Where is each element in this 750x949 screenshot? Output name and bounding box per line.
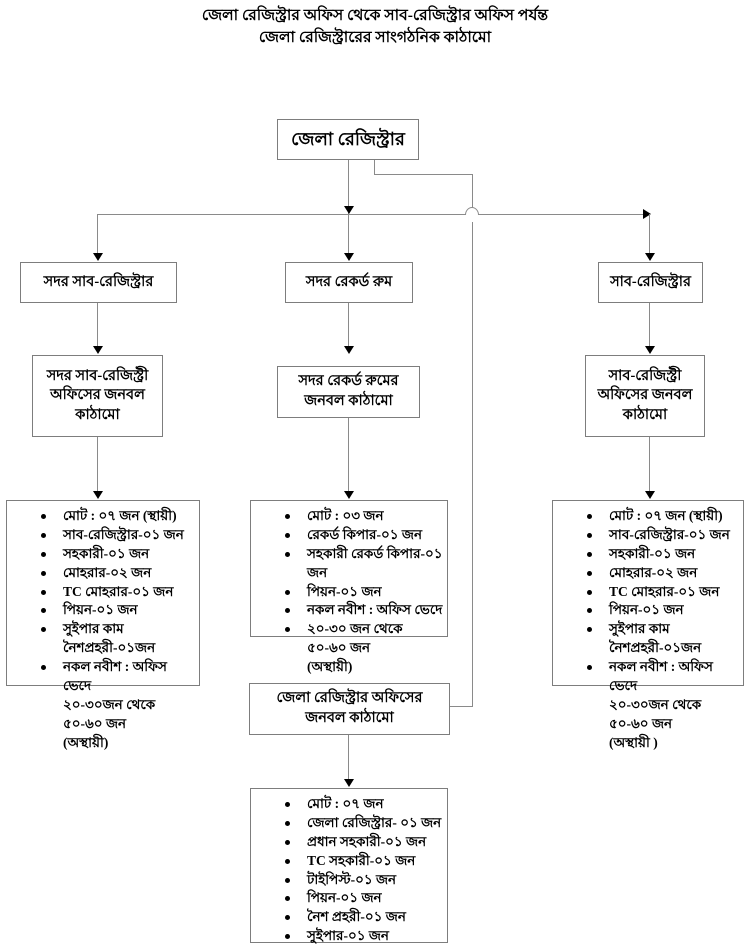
arrow-to-sadar-sub-registry-list — [93, 491, 103, 499]
node-district-registrar-office-staff-label: জেলা রেজিস্ট্রার অফিসের জনবল কাঠামো — [276, 690, 423, 726]
list-item: মোট : ০৭ জন (স্থায়ী) — [587, 507, 739, 526]
connector-bypass-into-office — [440, 706, 473, 707]
node-sub-registrar[interactable]: সাব-রেজিস্ট্রার — [598, 262, 703, 303]
list-item: সাব-রেজিস্ট্রার-০১ জন — [587, 526, 739, 545]
list-item: নকল নবীশ : অফিস ভেদে ২০-৩০জন থেকে ৫০-৬০ … — [587, 658, 739, 752]
list-item: সহকারী-০১ জন — [587, 545, 739, 564]
arrow-to-sadar-sub-registrar — [93, 253, 103, 261]
connector-sadar-record-room-staff-down — [348, 418, 349, 492]
connector-bus — [97, 214, 650, 215]
arrow-to-sadar-sub-registry-staff — [93, 346, 103, 354]
connector-bypass-lower — [472, 222, 473, 706]
connector-sadar-record-room-down — [348, 303, 349, 347]
list-item: মোট : ০৭ জন (স্থায়ী) — [41, 507, 195, 526]
arrow-to-sub-registry-list — [645, 491, 655, 499]
list-sub-registry-staff: মোট : ০৭ জন (স্থায়ী)সাব-রেজিস্ট্রার-০১ … — [552, 500, 744, 750]
arrow-to-sub-registry-staff — [645, 346, 655, 354]
list-item: পিয়ন-০১ জন — [285, 889, 443, 908]
list-item: পিয়ন-০১ জন — [41, 601, 195, 620]
node-sadar-record-room-staff[interactable]: সদর রেকর্ড রুমের জনবল কাঠামো — [277, 366, 420, 418]
list-sadar-sub-registry-staff: মোট : ০৭ জন (স্থায়ী)সাব-রেজিস্ট্রার-০১ … — [6, 500, 200, 750]
connector-root-stub — [374, 160, 375, 174]
list-item: ২০-৩০ জন থেকে ৫০-৬০ জন (অস্থায়ী) — [285, 620, 443, 677]
list-item: সুইপার-০১ জন — [285, 927, 443, 946]
list-item: রেকর্ড কিপার-০১ জন — [285, 526, 443, 545]
arrow-to-district-office-list — [344, 779, 354, 787]
node-sadar-sub-registry-staff-label: সদর সাব-রেজিস্ট্রী অফিসের জনবল কাঠামো — [46, 367, 149, 423]
connector-drop-right — [649, 214, 650, 254]
connector-sub-registrar-down — [649, 303, 650, 347]
node-sadar-record-room[interactable]: সদর রেকর্ড রুম — [285, 262, 413, 303]
node-sadar-record-room-staff-label: সদর রেকর্ড রুমের জনবল কাঠামো — [298, 373, 399, 409]
node-district-registrar-label: জেলা রেজিস্ট্রার — [291, 129, 405, 150]
arrow-to-sadar-record-room — [344, 253, 354, 261]
page-title: জেলা রেজিস্ট্রার অফিস থেকে সাব-রেজিস্ট্র… — [0, 5, 750, 50]
connector-sadar-sub-registrar-down — [97, 303, 98, 347]
connector-drop-middle — [348, 214, 349, 254]
node-sadar-record-room-label: সদর রেকর্ড রুম — [305, 273, 393, 290]
list-item: TC মোহরার-০১ জন — [41, 583, 195, 602]
arrow-to-sadar-record-room-list — [344, 491, 354, 499]
list-item: নকল নবীশ : অফিস ভেদে ২০-৩০জন থেকে ৫০-৬০ … — [41, 658, 195, 752]
list-item: মোট : ০৩ জন — [285, 507, 443, 526]
arrow-bus-right-marker — [643, 209, 651, 219]
list-item: মোহরার-০২ জন — [587, 564, 739, 583]
connector-root-elbow-h — [374, 174, 473, 175]
list-item: পিয়ন-০১ জন — [587, 601, 739, 620]
list-item: সুইপার কাম নৈশপ্রহরী-০১জন — [41, 620, 195, 658]
list-sub-registry-staff-items: মোট : ০৭ জন (স্থায়ী)সাব-রেজিস্ট্রার-০১ … — [557, 507, 739, 753]
list-item: পিয়ন-০১ জন — [285, 583, 443, 602]
node-sadar-sub-registry-staff[interactable]: সদর সাব-রেজিস্ট্রী অফিসের জনবল কাঠামো — [32, 355, 163, 437]
node-district-registrar[interactable]: জেলা রেজিস্ট্রার — [277, 119, 419, 160]
node-sadar-sub-registrar-label: সদর সাব-রেজিস্ট্রার — [43, 273, 154, 290]
list-item: প্রধান সহকারী-০১ জন — [285, 833, 443, 852]
list-item: মোট : ০৭ জন — [285, 795, 443, 814]
list-item: সহকারী রেকর্ড কিপার-০১ জন — [285, 545, 443, 583]
list-item: জেলা রেজিস্ট্রার- ০১ জন — [285, 814, 443, 833]
connector-sadar-sub-registry-staff-down — [97, 437, 98, 492]
connector-bypass-upper — [472, 174, 473, 214]
connector-root-down — [348, 160, 349, 214]
page-title-line1: জেলা রেজিস্ট্রার অফিস থেকে সাব-রেজিস্ট্র… — [201, 7, 549, 24]
connector-sub-registry-staff-down — [649, 437, 650, 492]
node-sub-registry-staff-label: সাব-রেজিস্ট্রী অফিসের জনবল কাঠামো — [597, 367, 693, 423]
connector-line-hop — [465, 207, 479, 215]
list-item: মোহরার-০২ জন — [41, 564, 195, 583]
connector-drop-left — [97, 214, 98, 254]
node-sub-registry-staff[interactable]: সাব-রেজিস্ট্রী অফিসের জনবল কাঠামো — [585, 355, 705, 437]
list-item: TC মোহরার-০১ জন — [587, 583, 739, 602]
list-item: TC সহকারী-০১ জন — [285, 852, 443, 871]
list-item: সুইপার কাম নৈশপ্রহরী-০১জন — [587, 620, 739, 658]
list-sadar-sub-registry-staff-items: মোট : ০৭ জন (স্থায়ী)সাব-রেজিস্ট্রার-০১ … — [11, 507, 195, 753]
node-sub-registrar-label: সাব-রেজিস্ট্রার — [610, 273, 691, 290]
arrow-to-sub-registrar — [645, 253, 655, 261]
arrow-to-sadar-record-room-staff — [344, 346, 354, 354]
connector-district-office-down — [348, 735, 349, 780]
list-item: টাইপিস্ট-০১ জন — [285, 871, 443, 890]
arrow-bus-middle-marker — [344, 206, 354, 214]
list-item: সহকারী-০১ জন — [41, 545, 195, 564]
list-item: নৈশ প্রহরী-০১ জন — [285, 908, 443, 927]
list-item: সাব-রেজিস্ট্রার-০১ জন — [41, 526, 195, 545]
list-item: নকল নবীশ : অফিস ভেদে — [285, 601, 443, 620]
node-district-registrar-office-staff[interactable]: জেলা রেজিস্ট্রার অফিসের জনবল কাঠামো — [249, 683, 450, 735]
page-title-line2: জেলা রেজিস্ট্রারের সাংগঠনিক কাঠামো — [258, 29, 492, 47]
node-sadar-sub-registrar[interactable]: সদর সাব-রেজিস্ট্রার — [20, 262, 177, 303]
